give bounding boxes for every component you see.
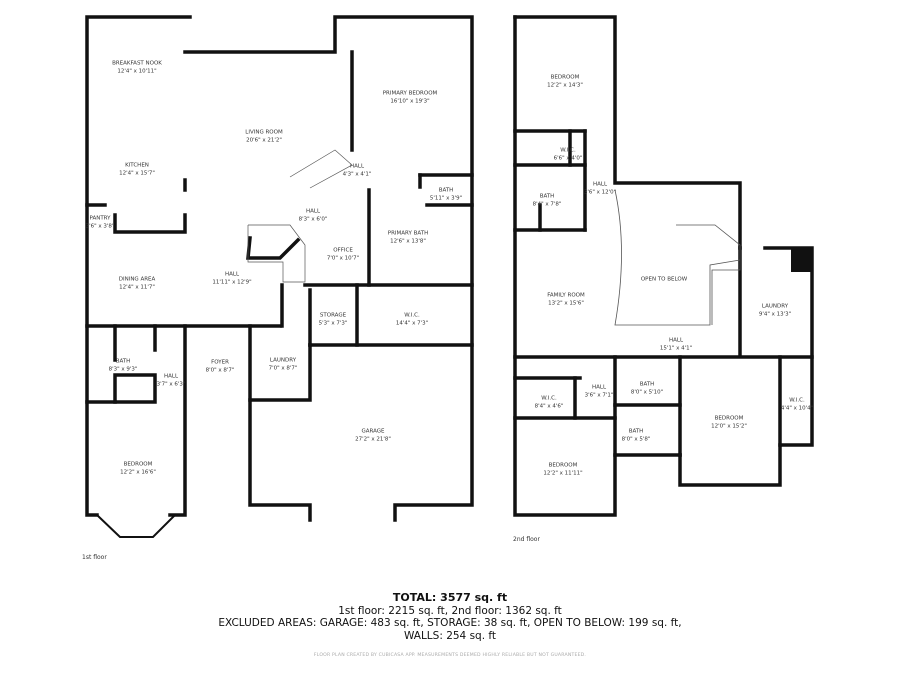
walls-area: WALLS: 254 sq. ft bbox=[403, 629, 497, 642]
floor-areas: 1st floor: 2215 sq. ft, 2nd floor: 1362 … bbox=[338, 604, 562, 617]
floor2-label: 2nd floor bbox=[513, 536, 540, 543]
floor1-label: 1st floor bbox=[82, 554, 107, 561]
area-summary: TOTAL: 3577 sq. ft 1st floor: 2215 sq. f… bbox=[0, 591, 900, 642]
room-wic: W.I.C.4'4" x 10'4" bbox=[780, 397, 814, 412]
excluded-areas: EXCLUDED AREAS: GARAGE: 483 sq. ft, STOR… bbox=[218, 617, 682, 629]
room-wic: W.I.C.14'4" x 7'3" bbox=[395, 312, 429, 327]
room-wic: W.I.C.6'6" x 4'0" bbox=[553, 147, 583, 162]
room-open-to-below: OPEN TO BELOW bbox=[640, 276, 688, 283]
floor1-stairs bbox=[247, 149, 353, 283]
room-wic: W.I.C.8'4" x 4'6" bbox=[534, 395, 564, 410]
floor2-stairs-and-open bbox=[614, 189, 741, 326]
floor1-bay-window bbox=[96, 514, 185, 538]
floor1-walls bbox=[85, 15, 474, 522]
floor2-walls bbox=[513, 15, 814, 517]
total-area: TOTAL: 3577 sq. ft bbox=[392, 591, 508, 604]
credit-note: FLOOR PLAN CREATED BY CUBICASA APP. MEAS… bbox=[313, 653, 587, 658]
floor2-chimney bbox=[791, 248, 812, 272]
